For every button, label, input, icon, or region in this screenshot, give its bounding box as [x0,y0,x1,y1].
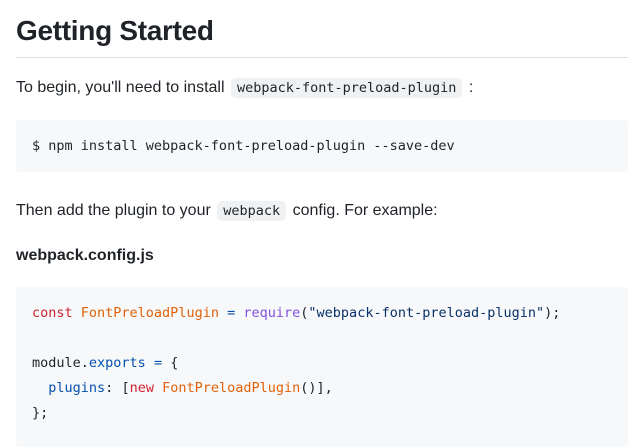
section-heading: Getting Started [16,15,214,46]
webpack-code: webpack [217,201,287,221]
intro-text: To begin, you'll need to install [16,79,225,96]
install-code-block[interactable]: $ npm install webpack-font-preload-plugi… [16,120,628,172]
config-code-block[interactable]: const FontPreloadPlugin = require("webpa… [16,287,628,447]
config-paragraph: Then add the plugin to your webpack conf… [16,199,438,223]
package-name-code: webpack-font-preload-plugin [230,78,463,98]
intro-paragraph: To begin, you'll need to install webpack… [16,76,473,100]
config-filename: webpack.config.js [16,247,154,264]
config-text-end: config. For example: [292,202,438,219]
code-line-5: }; [32,405,49,421]
readme-section: Getting Started To begin, you'll need to… [16,0,628,447]
code-line-blank [32,326,612,351]
code-line-1: const FontPreloadPlugin = require("webpa… [32,305,561,321]
install-command: $ npm install webpack-font-preload-plugi… [32,138,455,154]
intro-colon: : [468,79,474,96]
code-line-4: plugins: [new FontPreloadPlugin()], [48,380,333,396]
config-text: Then add the plugin to your [16,202,211,219]
code-line-3: module.exports = { [32,355,179,371]
heading-divider [16,57,628,58]
